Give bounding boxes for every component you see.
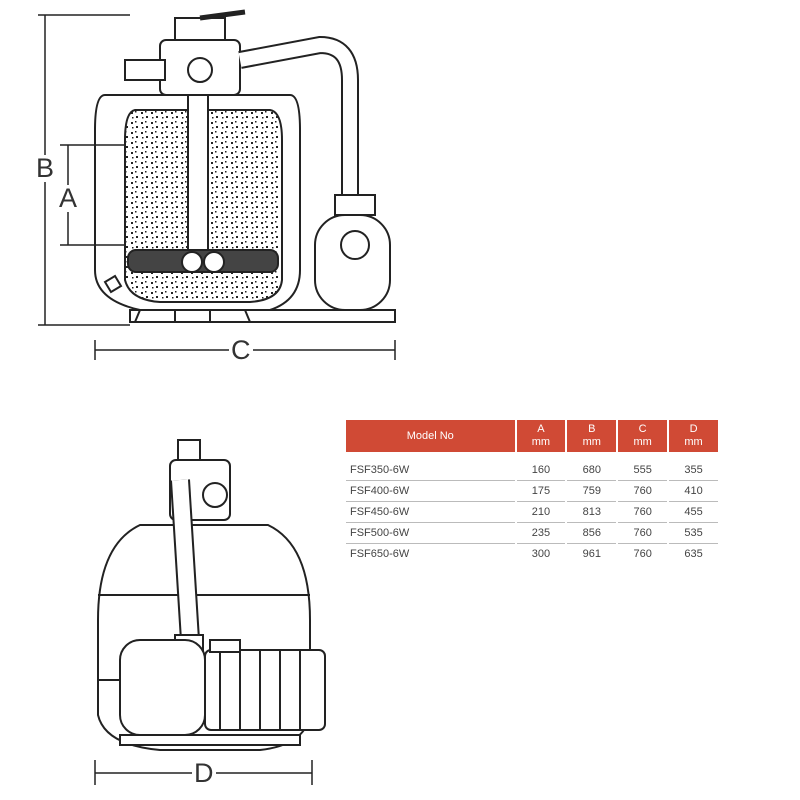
header-label: D	[689, 423, 698, 435]
pump	[314, 214, 391, 311]
header-unit: mm	[582, 436, 601, 448]
cell-model: FSF350-6W	[346, 452, 515, 481]
header-unit: mm	[684, 436, 703, 448]
cell-d: 635	[684, 548, 703, 560]
cell-c: 760	[618, 523, 668, 544]
header-model: Model No	[346, 420, 515, 452]
cell-b: 759	[567, 481, 617, 502]
cell-d: 455	[669, 502, 718, 523]
header-unit: mm	[633, 436, 652, 448]
cell-d: 410	[669, 481, 718, 502]
pump-base	[119, 734, 301, 746]
motor	[204, 649, 326, 731]
header-label: Model No	[406, 429, 454, 442]
cell-a: 160	[516, 452, 566, 481]
dimension-c-label: C	[229, 335, 253, 365]
dimension-a-label: A	[57, 183, 80, 213]
cell-d: 355	[669, 452, 718, 481]
header-label: C	[638, 423, 647, 435]
header-label: B	[588, 423, 596, 435]
header-unit: mm	[531, 436, 551, 448]
cell-a: 175	[516, 481, 566, 502]
cell-model: FSF400-6W	[346, 481, 515, 502]
cell-c: 760	[618, 502, 668, 523]
dimension-b-label: B	[34, 153, 57, 183]
center-pipe	[187, 94, 209, 256]
cell-model: FSF500-6W	[346, 523, 515, 544]
cell-a: 210	[516, 502, 566, 523]
table-row: FSF650-6W 300 961 760 635	[346, 544, 718, 564]
dimension-d-label: D	[192, 758, 216, 788]
cell-a: 235	[516, 523, 566, 544]
header-label: A	[537, 423, 545, 435]
cell-c: 760	[633, 548, 652, 560]
cell-c: 760	[618, 481, 668, 502]
cell-d: 535	[669, 523, 718, 544]
cell-b: 856	[567, 523, 617, 544]
side-view-drawing	[94, 9, 396, 323]
base-plate	[129, 309, 396, 323]
drain-plug	[103, 274, 123, 294]
pump-front	[119, 639, 206, 736]
cell-c: 555	[618, 452, 668, 481]
laterals	[127, 249, 279, 273]
cell-a: 300	[531, 548, 551, 560]
cell-model: FSF450-6W	[346, 502, 515, 523]
front-view-drawing	[97, 439, 326, 751]
cell-b: 813	[567, 502, 617, 523]
cell-b: 680	[567, 452, 617, 481]
cell-b: 961	[582, 548, 601, 560]
cell-model: FSF650-6W	[350, 548, 410, 560]
